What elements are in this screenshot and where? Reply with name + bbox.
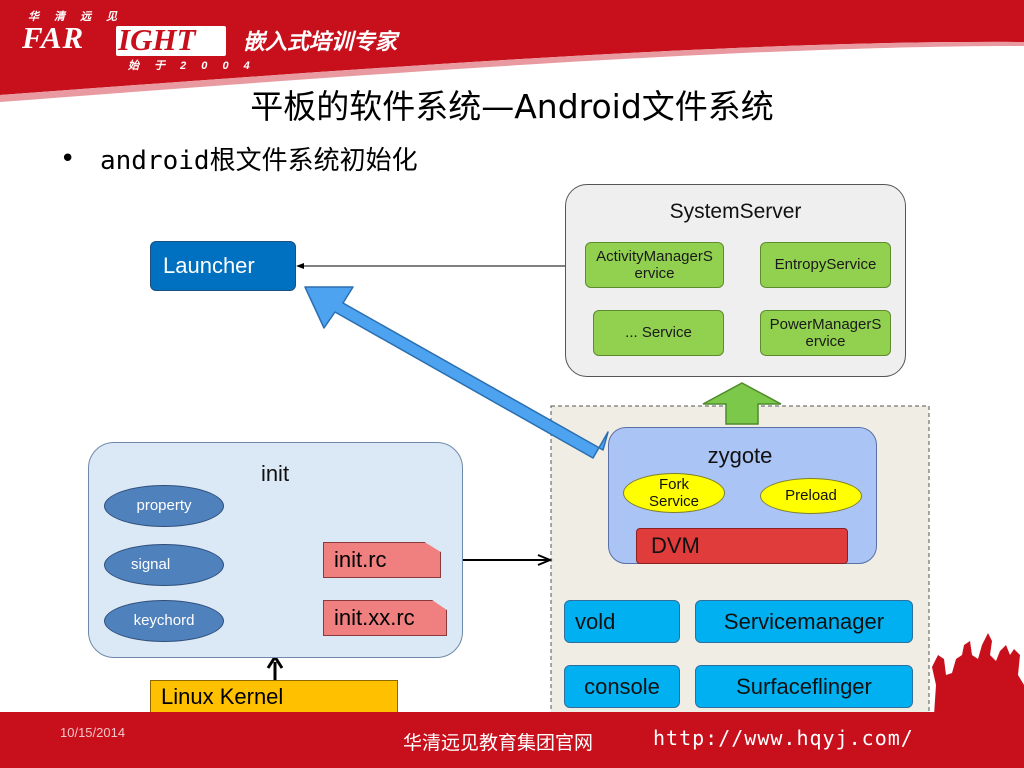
header-band	[0, 0, 1024, 102]
fork-service-oval: Fork Service	[623, 473, 725, 513]
logo-ight-text: IGHT	[118, 22, 196, 57]
keychord-oval: keychord	[104, 600, 224, 642]
logo-highlight-box	[116, 26, 226, 56]
linux-kernel-box: Linux Kernel	[150, 680, 398, 714]
logo-since-text: 始 于 2 0 0 4	[128, 60, 256, 72]
vold-box: vold	[564, 600, 680, 643]
surfaceflinger-box: Surfaceflinger	[695, 665, 913, 708]
footer-org-name: 华清远见教育集团官网	[403, 732, 594, 754]
servicemanager-box: Servicemanager	[695, 600, 913, 643]
logo-far-text: FAR	[22, 20, 85, 55]
generic-service-box: ... Service	[593, 310, 724, 356]
launcher-box: Launcher	[150, 241, 296, 291]
powermanager-service-box: PowerManagerService	[760, 310, 891, 356]
footer-date: 10/15/2014	[60, 725, 126, 740]
zygote-to-launcher-arrow	[304, 286, 609, 459]
logo-top-text: 华 清 远 见	[28, 11, 124, 23]
zygote-title: zygote	[707, 443, 773, 468]
footer-band	[0, 712, 1024, 768]
bullet-dot-icon: •	[60, 144, 76, 174]
console-box: console	[564, 665, 680, 708]
crowd-silhouette-icon	[932, 633, 1024, 715]
preload-oval: Preload	[760, 478, 862, 514]
property-oval: property	[104, 485, 224, 527]
initrc-arrowhead	[537, 554, 553, 566]
launcher-arrowhead	[296, 263, 304, 269]
dvm-box: DVM	[636, 528, 848, 564]
init-title: init	[260, 461, 290, 486]
initxxrc-file: init.xx.rc	[323, 600, 447, 636]
entropy-service-box: EntropyService	[760, 242, 891, 288]
signal-oval: signal	[104, 544, 224, 586]
zygote-to-systemserver-arrow	[702, 382, 782, 425]
footer-url-link[interactable]: http://www.hqyj.com/	[653, 726, 914, 750]
initrc-file: init.rc	[323, 542, 441, 578]
bullet-text: android根文件系统初始化	[100, 146, 418, 176]
slogan: 嵌入式培训专家	[243, 30, 398, 55]
slide-title: 平板的软件系统—Android文件系统	[250, 87, 774, 126]
systemserver-title: SystemServer	[669, 200, 802, 223]
activitymanager-service-box: ActivityManagerService	[585, 242, 724, 288]
